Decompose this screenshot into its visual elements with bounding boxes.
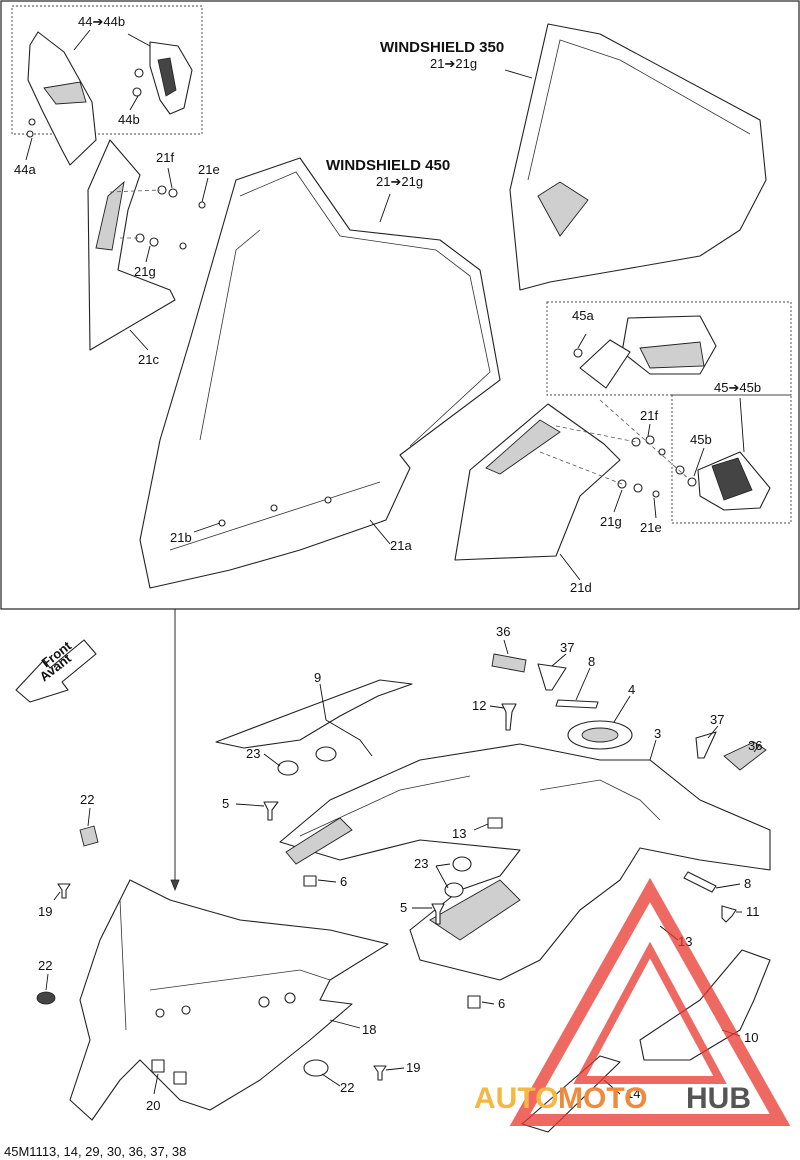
part-19-screw-bottom [373, 1065, 387, 1081]
range-windshield-450: 21➔21g [376, 174, 423, 189]
callout-8-right: 8 [744, 876, 751, 891]
mirror-detail-box-right [546, 301, 792, 396]
part-3-hood [279, 743, 771, 981]
part-5-screw-mid [431, 903, 445, 925]
callout-22-left: 22 [38, 958, 52, 973]
watermark-text-3: HUB [686, 1082, 751, 1115]
range-windshield-350: 21➔21g [430, 56, 477, 71]
part-36-handle-right [723, 741, 767, 771]
callout-6-bottom: 6 [498, 996, 505, 1011]
title-windshield-450: WINDSHIELD 450 [326, 157, 450, 174]
part-4-fuel-cap-ring [567, 720, 633, 750]
callout-5-mid: 5 [400, 900, 407, 915]
part-23-grommet-a [277, 760, 299, 776]
part-20-clip-b [173, 1071, 187, 1085]
title-windshield-350: WINDSHIELD 350 [380, 39, 504, 56]
callout-37-right: 37 [710, 712, 724, 727]
callout-21f-left: 21f [156, 150, 174, 165]
part-11-screw [721, 905, 737, 923]
part-19-screw-left [57, 883, 71, 899]
callout-6-top: 6 [340, 874, 347, 889]
part-6-clip-top [303, 875, 317, 887]
callout-21f-right: 21f [640, 408, 658, 423]
callout-21a: 21a [390, 538, 412, 553]
mirror-left [27, 31, 97, 166]
part-37-grip-right [695, 731, 717, 759]
callout-44a: 44a [14, 162, 36, 177]
part-36-handle-top [491, 653, 527, 673]
part-23-grommet-c [452, 856, 472, 872]
callout-21g-left: 21g [134, 264, 156, 279]
part-22-grommet-left [36, 991, 56, 1005]
watermark-text-2: MOTO [558, 1082, 647, 1115]
callout-21c: 21c [138, 352, 159, 367]
part-13-clip-mid [487, 817, 503, 829]
mirror-right [579, 315, 717, 389]
callout-3: 3 [654, 726, 661, 741]
part-8-strip-right [683, 871, 717, 893]
windshield-panel-frame [0, 0, 800, 610]
callout-45a: 45a [572, 308, 594, 323]
mirror-bracket-left [149, 41, 193, 115]
callout-4: 4 [628, 682, 635, 697]
front-direction-arrow [15, 639, 97, 703]
part-6-clip-bottom [467, 995, 481, 1009]
callout-5-top: 5 [222, 796, 229, 811]
part-23-grommet-b [315, 746, 337, 762]
callout-10: 10 [744, 1030, 758, 1045]
callout-21d: 21d [570, 580, 592, 595]
windshield-350 [509, 23, 767, 291]
callout-8-top: 8 [588, 654, 595, 669]
callout-9: 9 [314, 670, 321, 685]
callout-36-top: 36 [496, 624, 510, 639]
part-22-grommet-bottom [303, 1059, 329, 1077]
part-9-deflector [215, 679, 413, 749]
callout-22-bottom: 22 [340, 1080, 354, 1095]
part-5-screw-top [263, 801, 279, 821]
callout-45b: 45b [690, 432, 712, 447]
callout-20: 20 [146, 1098, 160, 1113]
callout-23-mid: 23 [414, 856, 428, 871]
callout-22-top: 22 [80, 792, 94, 807]
callout-44b: 44b [118, 112, 140, 127]
callout-36-right: 36 [748, 738, 762, 753]
mirror-bracket-right [697, 451, 771, 511]
part-22-grommet-top [79, 825, 99, 847]
part-18-side-panel [69, 879, 389, 1121]
mirror-detail-box-left [11, 5, 203, 135]
callout-21e-right: 21e [640, 520, 662, 535]
side-deflector-left [87, 139, 176, 351]
callout-21g-right: 21g [600, 514, 622, 529]
callout-18: 18 [362, 1022, 376, 1037]
callout-44-range: 44➔44b [78, 14, 125, 29]
part-10-shield [639, 949, 771, 1061]
callout-19-left: 19 [38, 904, 52, 919]
callout-19-bottom: 19 [406, 1060, 420, 1075]
part-12-screw [501, 703, 517, 731]
part-8-strip-top [555, 699, 599, 709]
callout-14: 14 [626, 1086, 640, 1101]
mirror-bracket-box-right [671, 394, 792, 524]
callout-21b: 21b [170, 530, 192, 545]
watermark-text-1: AUTO [474, 1082, 558, 1115]
callout-37-top: 37 [560, 640, 574, 655]
part-23-grommet-d [444, 882, 464, 898]
part-14-strip [521, 1055, 621, 1133]
windshield-450 [139, 157, 501, 589]
part-37-grip-top [537, 663, 567, 691]
footer-reference: 45M1113, 14, 29, 30, 36, 37, 38 [4, 1144, 186, 1159]
callout-13-mid: 13 [452, 826, 466, 841]
part-20-clip-a [151, 1059, 165, 1073]
watermark-logo [509, 877, 791, 1126]
side-deflector-right [454, 403, 621, 561]
callout-45-range: 45➔45b [714, 380, 761, 395]
callout-11: 11 [746, 904, 760, 919]
callout-23-top: 23 [246, 746, 260, 761]
callout-12: 12 [472, 698, 486, 713]
callout-21e-left: 21e [198, 162, 220, 177]
